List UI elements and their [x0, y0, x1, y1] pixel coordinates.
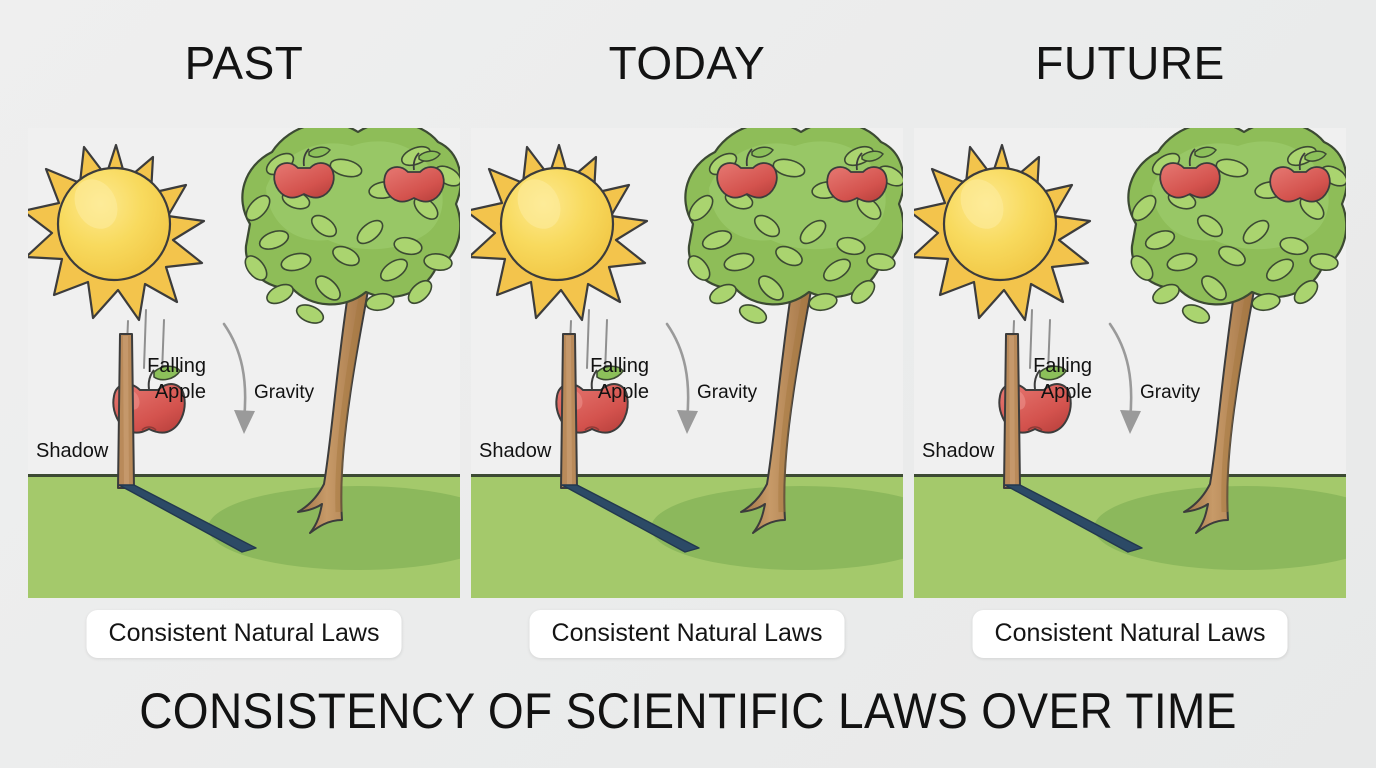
- canopy-leaves: [244, 145, 460, 324]
- panel-past[interactable]: PAST: [28, 37, 460, 658]
- label-gravity: Gravity: [1140, 382, 1201, 403]
- page-title: CONSISTENCY OF SCIENTIFIC LAWS OVER TIME: [139, 683, 1237, 739]
- label-shadow: Shadow: [922, 440, 995, 462]
- sun-icon: [914, 143, 1092, 322]
- tree-ground-shade: [651, 486, 903, 570]
- panel-heading-today: TODAY: [608, 37, 766, 89]
- panel-heading-past: PAST: [184, 37, 304, 89]
- tree-apple-left: [716, 146, 778, 199]
- post-icon: [117, 333, 135, 489]
- horizon-line: [471, 474, 903, 477]
- tree-apple-right: [383, 150, 445, 203]
- label-falling-apple-line1: Falling: [1033, 355, 1092, 377]
- horizon-line: [28, 474, 460, 477]
- tree-apple-right: [826, 150, 888, 203]
- panel-caption-today: Consistent Natural Laws: [529, 610, 845, 658]
- panel-caption-future: Consistent Natural Laws: [972, 610, 1288, 658]
- scene-illustration: Shadow Falling Apple Gravity: [28, 128, 460, 598]
- scene-past: Shadow Falling Apple Gravity: [28, 128, 460, 640]
- shadow-shape: [561, 484, 700, 553]
- panel-future[interactable]: FUTURE: [914, 37, 1346, 658]
- label-falling-apple-line1: Falling: [590, 355, 649, 377]
- apple-tree-icon: [241, 128, 460, 534]
- panel-today[interactable]: TODAY: [471, 37, 903, 658]
- label-gravity: Gravity: [254, 382, 315, 403]
- label-shadow: Shadow: [479, 440, 552, 462]
- tree-ground-shade: [208, 486, 460, 570]
- tree-apple-left: [1159, 146, 1221, 199]
- scene-future: Shadow Falling Apple Gravity: [914, 128, 1346, 640]
- label-gravity: Gravity: [697, 382, 758, 403]
- panel-heading-future: FUTURE: [1035, 37, 1225, 89]
- scene-today: Shadow Falling Apple Gravity: [471, 128, 903, 640]
- scene-illustration: Shadow Falling Apple Gravity: [471, 128, 903, 598]
- shadow-shape: [118, 484, 257, 553]
- horizon-line: [914, 474, 1346, 477]
- post-icon: [1003, 333, 1021, 489]
- tree-apple-right: [1269, 150, 1331, 203]
- gravity-arrow-icon: [1108, 322, 1141, 434]
- sun-icon: [471, 143, 649, 322]
- tree-apple-left: [273, 146, 335, 199]
- apple-tree-icon: [1127, 128, 1346, 534]
- shadow-shape: [1004, 484, 1143, 553]
- label-falling-apple-line2: Apple: [155, 381, 206, 403]
- label-falling-apple-line2: Apple: [1041, 381, 1092, 403]
- scene-illustration: Shadow Falling Apple Gravity: [914, 128, 1346, 598]
- gravity-arrow-icon: [665, 322, 698, 434]
- post-icon: [560, 333, 578, 489]
- gravity-arrow-icon: [222, 322, 255, 434]
- label-falling-apple-line2: Apple: [598, 381, 649, 403]
- label-shadow: Shadow: [36, 440, 109, 462]
- apple-tree-icon: [684, 128, 903, 534]
- sun-icon: [28, 143, 206, 322]
- label-falling-apple-line1: Falling: [147, 355, 206, 377]
- tree-ground-shade: [1094, 486, 1346, 570]
- panel-caption-past: Consistent Natural Laws: [86, 610, 402, 658]
- panel-row: PAST: [28, 37, 1346, 658]
